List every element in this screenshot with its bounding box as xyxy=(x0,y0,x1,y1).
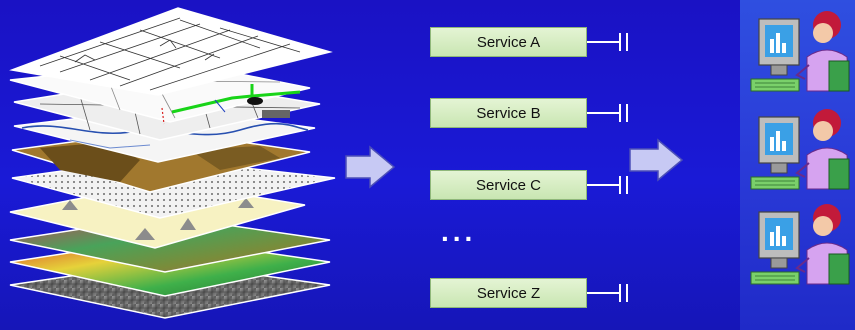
user-computer-icon xyxy=(750,109,850,190)
service-a-connector-icon xyxy=(587,33,628,51)
map-layers-stack-icon xyxy=(9,7,336,319)
service-b-connector-icon xyxy=(587,104,628,122)
service-c-connector-icon xyxy=(587,176,628,194)
street-map-layer xyxy=(9,7,333,96)
user-computer-icon xyxy=(750,11,850,92)
arrow-right-icon xyxy=(629,138,684,182)
service-z-connector-icon xyxy=(587,284,628,302)
more-services-ellipsis: ... xyxy=(441,216,477,247)
service-b-box[interactable]: Service B xyxy=(430,98,587,128)
arrow-right-icon xyxy=(345,145,396,189)
user-computer-icon xyxy=(750,204,850,285)
service-c-box[interactable]: Service C xyxy=(430,170,587,200)
service-z-box[interactable]: Service Z xyxy=(430,278,587,308)
service-a-box[interactable]: Service A xyxy=(430,27,587,57)
